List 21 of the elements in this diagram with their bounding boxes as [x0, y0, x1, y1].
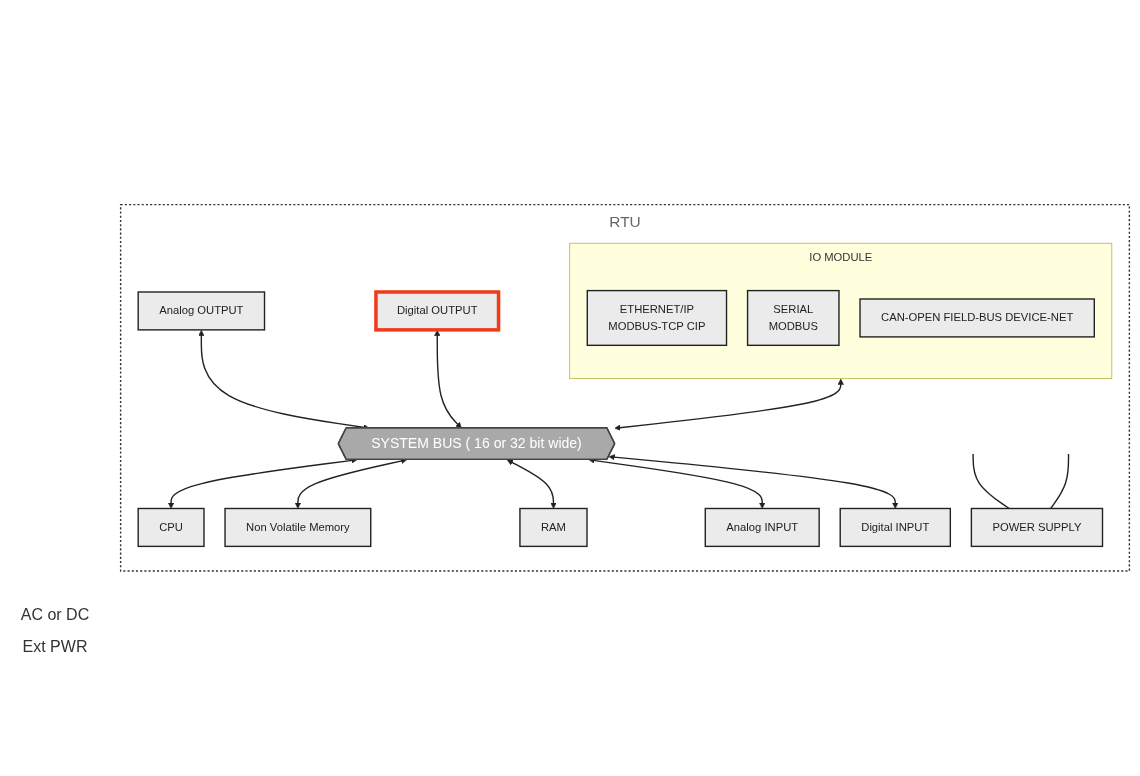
- note-text: AC or DC: [19, 606, 91, 624]
- connector: [972, 453, 1010, 510]
- node-box: CAN-OPEN FIELD-BUS DEVICE-NET: [859, 298, 1095, 338]
- arrow: [608, 454, 899, 509]
- node-box: RAM: [519, 508, 588, 548]
- arrow: [614, 378, 844, 431]
- node-box: POWER SUPPLY: [970, 508, 1104, 548]
- arrow: [434, 330, 462, 429]
- arrow: [168, 457, 358, 509]
- node-box: Analog OUTPUT: [137, 291, 266, 331]
- arrow: [294, 458, 407, 509]
- node-box: CPU: [137, 508, 205, 548]
- node-box: Digital OUTPUT: [374, 290, 501, 332]
- node-box: Non Volatile Memory: [224, 508, 372, 548]
- note-text: Ext PWR: [21, 638, 89, 656]
- node-box: Analog INPUT: [704, 508, 820, 548]
- node-box: SERIAL MODBUS: [746, 290, 840, 347]
- connector: [1050, 453, 1070, 510]
- arrow: [506, 459, 557, 509]
- node-box: ETHERNET/IP MODBUS-TCP CIP: [586, 290, 728, 347]
- node-box: Digital INPUT: [839, 508, 952, 548]
